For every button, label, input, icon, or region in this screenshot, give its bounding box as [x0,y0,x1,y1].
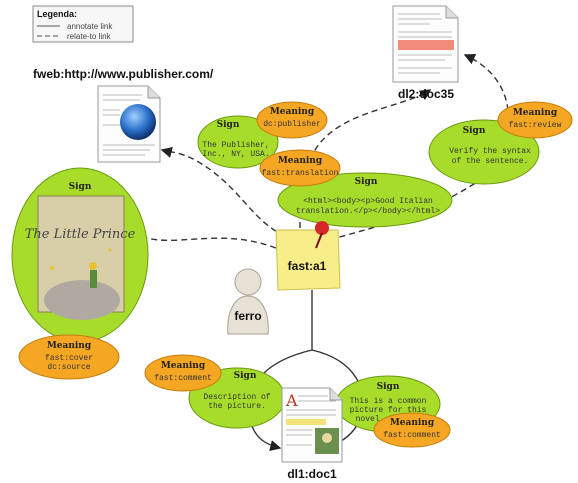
publisher-sign-ellipse [197,115,279,169]
document-lines [103,94,155,156]
legend: Legenda: annotate link relate-to link [32,5,134,43]
highlighted-text [286,419,326,425]
doc1-document[interactable]: A dl1:doc1 [281,387,343,481]
review-meaning-line-1: fast:review [509,121,562,130]
novel-meaning-ellipse [373,412,451,448]
annotation-label: fast:a1 [288,259,327,273]
novel-sign-label: Sign [377,382,400,392]
review-annotation[interactable]: Sign Verify the syntax of the sentence. … [428,101,573,185]
publisher-sign-line-1: The Publisher, [202,141,269,150]
novel-annotation[interactable]: Sign This is a common picture for this n… [335,375,451,448]
legend-annotate-label: annotate link [67,22,113,31]
translation-sign-label: Sign [355,177,378,187]
user-body-icon [227,295,269,335]
cover-meaning-line-1: fast:cover [45,354,93,363]
publisher-meaning-line-1: dc:publisher [263,120,321,129]
publisher-meaning-label: Meaning [270,107,315,117]
legend-relate-label: relate-to link [67,32,112,41]
user-node[interactable]: ferro [227,268,269,335]
description-meaning-line-1: fast:comment [154,374,212,383]
publisher-url-label: fweb:http://www.publisher.com/ [33,67,214,81]
doc35-label: dl2:doc35 [398,87,454,101]
user-head-icon [234,268,262,296]
translation-sign-ellipse [277,172,453,228]
cover-meaning-label: Meaning [47,341,92,351]
description-sign-line-2: the picture. [208,402,266,411]
description-meaning-label: Meaning [161,361,206,371]
annotation-note[interactable]: fast:a1 [275,221,341,291]
publisher-annotation[interactable]: Sign The Publisher, Inc., NY, USA. Meani… [197,101,328,169]
pushpin-icon [315,221,329,235]
description-sign-label: Sign [234,371,257,381]
publisher-document[interactable]: fweb:http://www.publisher.com/ [33,67,214,163]
review-sign-line-2: of the sentence. [452,157,529,166]
highlighted-sentence [398,40,454,50]
legend-title: Legenda: [37,9,77,19]
novel-sign-line-1: This is a common [350,397,427,406]
user-label: ferro [234,309,261,323]
review-meaning-label: Meaning [513,108,558,118]
globe-icon [120,104,156,140]
drop-cap-glyph: A [285,391,298,410]
cover-meaning-ellipse [18,334,120,380]
novel-sign-line-3: novel. [356,415,385,424]
book-cover-image: The Little Prince [25,195,136,320]
cover-meaning-line-2: dc:source [47,363,90,372]
publisher-sign-line-2: Inc., NY, USA. [202,150,269,159]
translation-sign-line-1: <html><body><p>Good Italian [303,197,433,206]
novel-meaning-line-1: fast:comment [383,431,441,440]
translation-annotation[interactable]: Sign <html><body><p>Good Italian transla… [259,149,453,228]
description-annotation[interactable]: Sign Description of the picture. Meaning… [144,354,286,429]
novel-meaning-label: Meaning [390,418,435,428]
cover-sign-label: Sign [69,182,92,192]
book-title: The Little Prince [25,227,136,242]
translation-meaning-label: Meaning [278,156,323,166]
cover-annotation[interactable]: Sign The Little Prince Meaning fast:cove… [11,167,149,380]
description-meaning-ellipse [144,354,222,392]
review-sign-line-1: Verify the syntax [449,147,531,156]
doc1-label: dl1:doc1 [287,467,337,481]
translation-sign-line-2: translation.</p></body></html> [296,207,440,216]
publisher-sign-label: Sign [217,120,240,130]
review-meaning-ellipse [497,101,573,139]
review-sign-label: Sign [463,126,486,136]
relate-link-publisher [160,146,286,237]
description-sign-line-1: Description of [203,393,270,402]
review-sign-ellipse [428,119,540,185]
translation-meaning-line-1: fast:translation [262,169,339,178]
publisher-meaning-ellipse [256,101,328,139]
translation-meaning-ellipse [259,149,341,187]
doc35-document[interactable]: dl2:doc35 [392,5,459,101]
novel-sign-line-2: picture for this [350,406,427,415]
